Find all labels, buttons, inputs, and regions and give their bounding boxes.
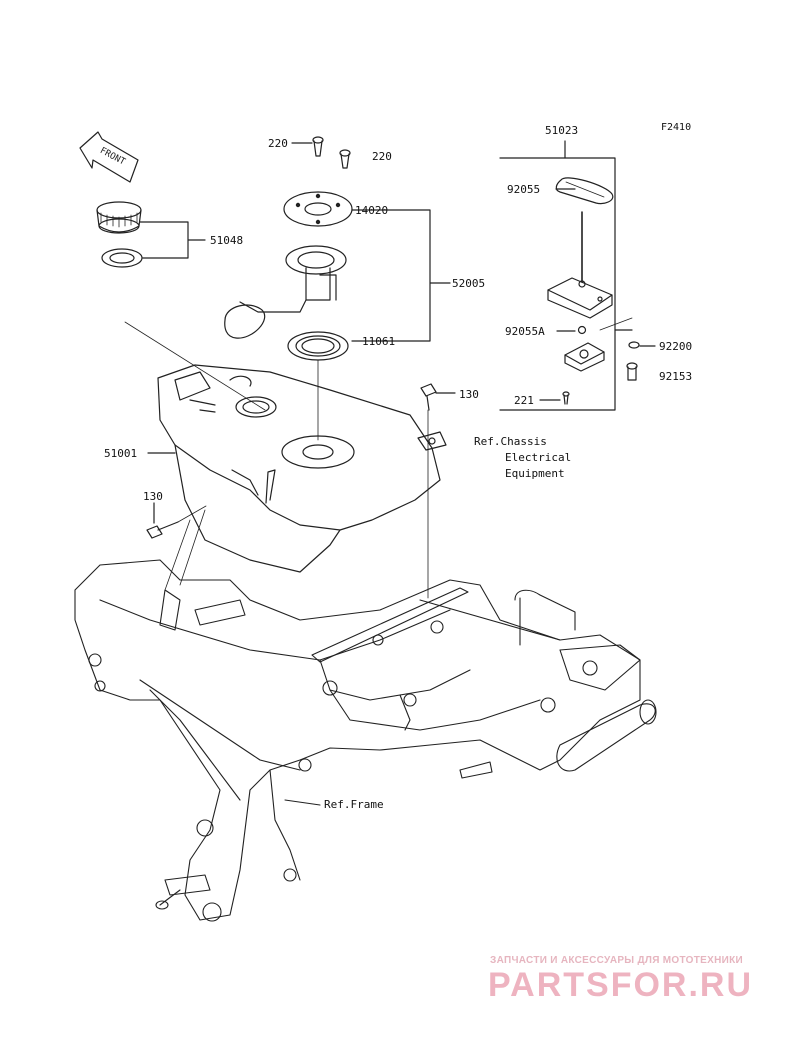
callout-220-b[interactable]: 220 [372, 150, 392, 163]
level-sender-part [547, 211, 613, 319]
fuel-pump-part [224, 245, 347, 339]
cap-gasket-part [101, 248, 143, 268]
callout-130-left[interactable]: 130 [143, 490, 163, 503]
figure-code: F2410 [661, 122, 692, 133]
leader-52005 [351, 209, 451, 342]
watermark-tagline: ЗАПЧАСТИ И АКСЕССУАРЫ ДЛЯ МОТОТЕХНИКИ [490, 955, 743, 966]
callout-51048[interactable]: 51048 [210, 234, 244, 247]
leader-51048 [139, 221, 206, 259]
callout-11061[interactable]: 11061 [362, 335, 396, 348]
callout-92055a[interactable]: 92055A [505, 325, 545, 338]
bolt-92153 [626, 362, 638, 381]
callout-51001[interactable]: 51001 [104, 447, 138, 460]
screw-220-a [312, 136, 324, 157]
callout-130-top[interactable]: 130 [459, 388, 479, 401]
callout-52005[interactable]: 52005 [452, 277, 486, 290]
bracket-part [417, 431, 447, 451]
callout-92200[interactable]: 92200 [659, 340, 693, 353]
callout-51023[interactable]: 51023 [545, 124, 579, 137]
kit-bracket-51023 [499, 157, 616, 411]
ref-chassis-line2: Electrical [505, 451, 572, 464]
guide-line-tank [124, 321, 266, 411]
bolt-130-left [146, 521, 179, 539]
callout-220-a[interactable]: 220 [268, 137, 288, 150]
watermark-brand: PARTSFOR.RU [488, 966, 754, 1004]
ref-frame: Ref.Frame [324, 798, 384, 811]
washer-92200 [628, 341, 640, 349]
ref-chassis-line3: Equipment [505, 467, 565, 480]
pump-gasket-part [287, 331, 349, 361]
bolt-130-top [420, 383, 437, 411]
sender-gasket-part [555, 177, 614, 205]
callout-221[interactable]: 221 [514, 394, 534, 407]
fuel-cap-part [96, 201, 142, 234]
front-arrow-icon: FRONT [79, 131, 139, 183]
callout-92055[interactable]: 92055 [507, 183, 541, 196]
o-ring-92055a [577, 325, 587, 335]
ref-chassis-line1: Ref.Chassis [474, 435, 547, 448]
fuel-tank-part [157, 364, 441, 573]
valve-base-part [564, 342, 605, 372]
screw-221 [562, 391, 570, 405]
callout-92153[interactable]: 92153 [659, 370, 693, 383]
frame-part [74, 559, 657, 922]
callout-14020[interactable]: 14020 [355, 204, 389, 217]
mounting-plate-part [283, 191, 353, 227]
leader-ref-frame [284, 799, 321, 806]
screw-220-b [339, 149, 351, 169]
